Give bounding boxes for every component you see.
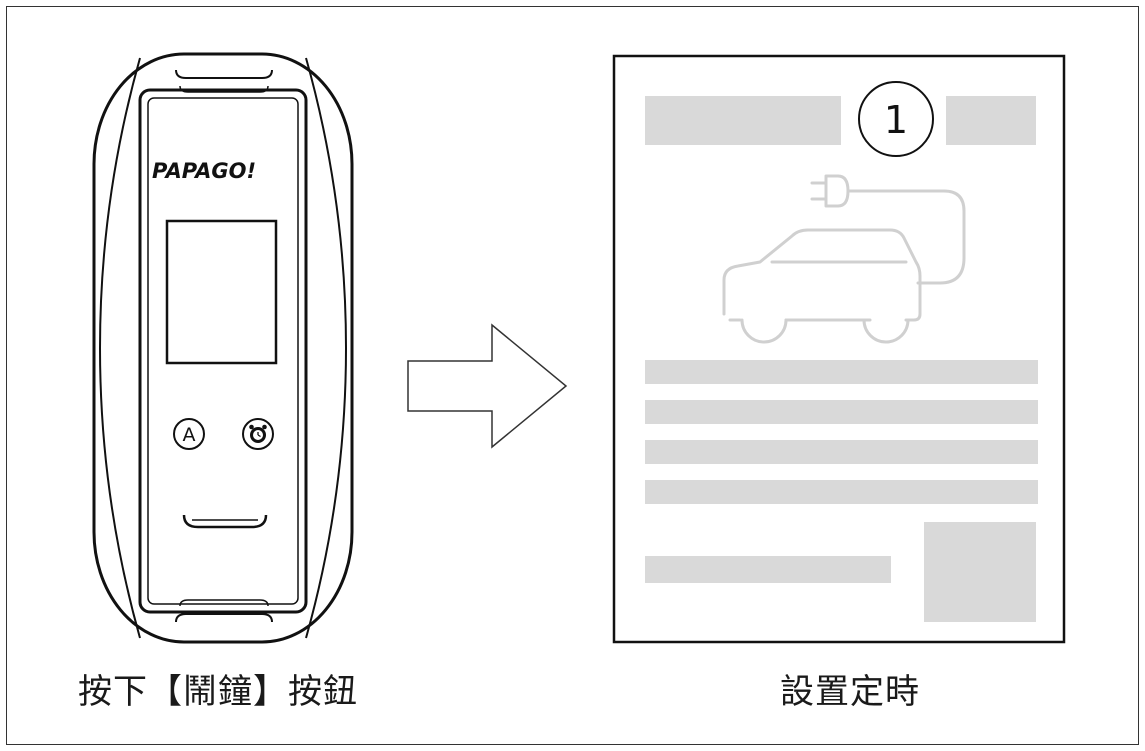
document-page: 1 [612, 54, 1066, 644]
device-left-band [98, 57, 141, 639]
device-bottom-grip-inner [179, 599, 269, 607]
device-top-grip-inner [179, 85, 269, 93]
header-placeholder-right [946, 96, 1036, 145]
bottom-line-placeholder [645, 556, 891, 583]
bottom-box-placeholder [924, 522, 1036, 622]
device-brand-logo: PAPAGO! [152, 159, 256, 183]
caption-set-timer: 設置定時 [780, 672, 920, 712]
outer-frame [6, 6, 1139, 745]
papago-device: PAPAGO! A [92, 52, 354, 644]
alarm-button[interactable] [242, 418, 274, 450]
device-right-band [305, 57, 348, 639]
text-line-4 [645, 480, 1038, 504]
step-number-text: 1 [884, 98, 908, 142]
button-a[interactable]: A [173, 418, 205, 450]
text-line-2 [645, 400, 1038, 424]
device-top-grip [175, 69, 273, 79]
alarm-clock-icon [249, 424, 267, 443]
device-face-inner [147, 97, 299, 605]
button-a-circle[interactable] [173, 418, 205, 450]
text-line-3 [645, 440, 1038, 464]
header-placeholder-left [645, 96, 841, 145]
ev-car-charging-icon [722, 174, 966, 344]
button-a-label: A [183, 424, 196, 446]
caption-press-alarm-button: 按下【鬧鐘】按鈕 [78, 672, 358, 712]
right-arrow [407, 323, 568, 449]
step-number-badge: 1 [858, 81, 934, 157]
device-slot [182, 514, 268, 529]
step-number-circle [858, 81, 934, 157]
device-bottom-grip [175, 613, 273, 623]
device-screen [165, 219, 278, 365]
text-line-1 [645, 360, 1038, 384]
